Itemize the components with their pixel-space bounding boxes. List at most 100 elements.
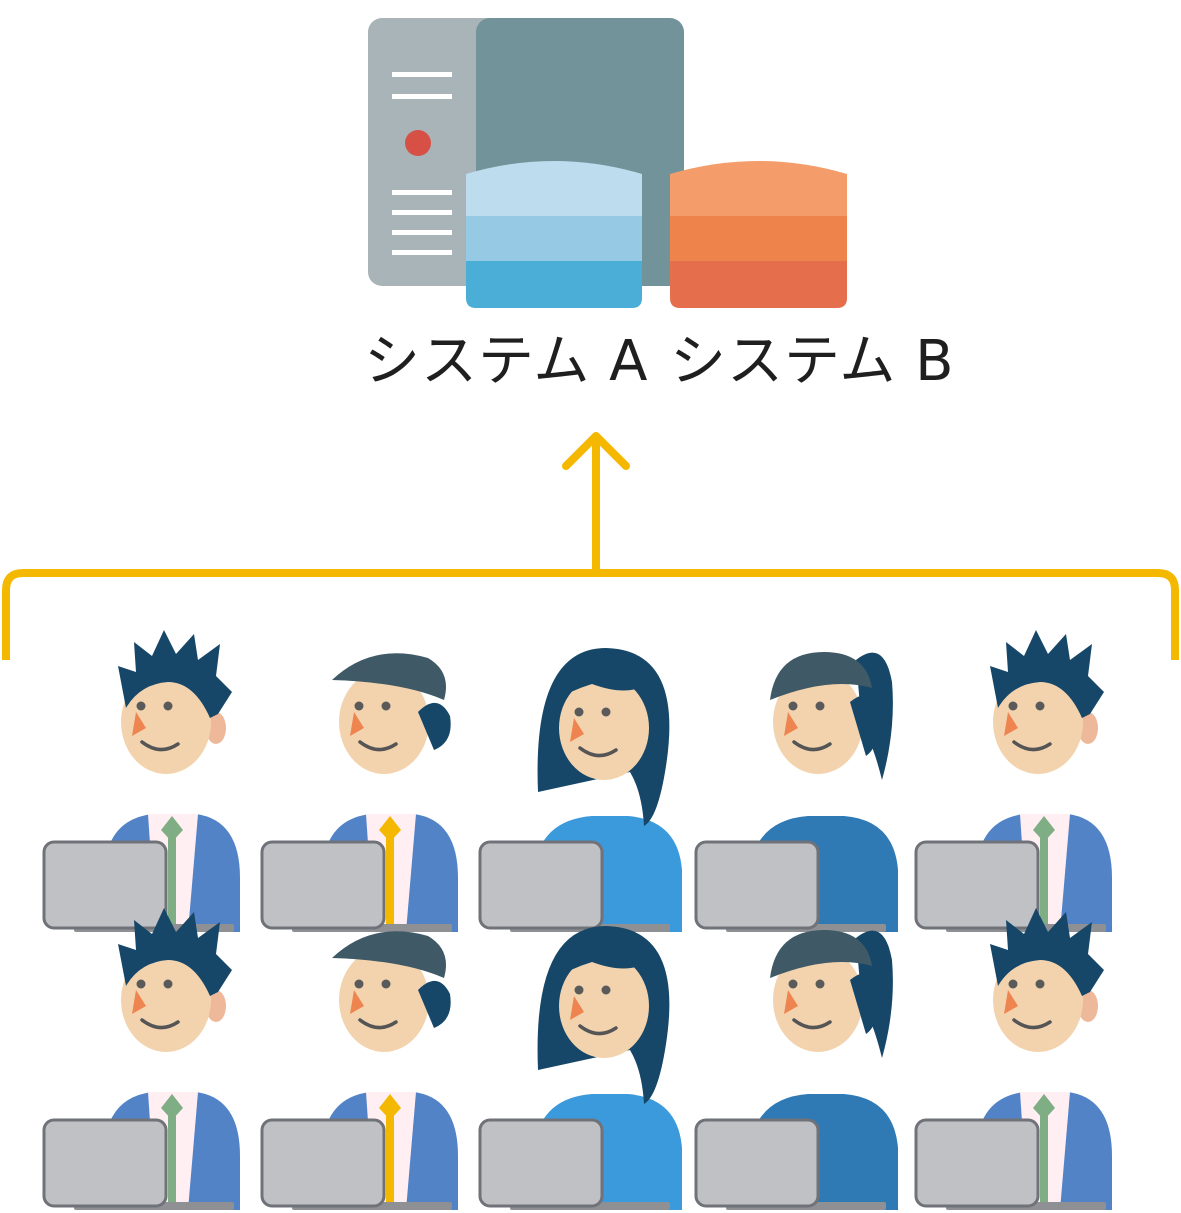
face <box>993 948 1083 1052</box>
tie-knot <box>161 1094 183 1120</box>
tie <box>1040 1116 1048 1210</box>
smile <box>792 740 832 752</box>
bangs <box>552 945 650 980</box>
server-vent-line <box>392 190 452 195</box>
side-hair <box>850 973 878 1034</box>
hair-top <box>770 652 872 700</box>
smile <box>140 740 180 752</box>
tie-knot <box>379 816 401 842</box>
db-layer <box>670 161 847 216</box>
connector-arrow <box>2 432 1179 660</box>
server-vent-line <box>392 250 452 255</box>
user-at-laptop <box>42 630 240 932</box>
tie <box>386 1116 394 1210</box>
tie <box>168 838 176 932</box>
server-vent-line <box>392 230 452 235</box>
side-hair <box>850 695 878 756</box>
server-vent-line <box>392 94 452 99</box>
tie <box>386 838 394 932</box>
tie-knot <box>1033 816 1055 842</box>
eye-icon <box>815 979 825 989</box>
eye-icon <box>788 979 798 989</box>
spiky-hair <box>118 908 232 996</box>
eye-icon <box>815 701 825 711</box>
smile <box>578 1024 618 1036</box>
face <box>121 670 211 774</box>
combed-hair <box>332 931 446 978</box>
user-at-laptop <box>260 931 458 1210</box>
nose-icon <box>350 990 364 1014</box>
face <box>559 676 649 780</box>
connector-bracket <box>2 569 1179 660</box>
laptop-screen <box>478 1118 604 1208</box>
hair-top <box>770 930 872 978</box>
nose-icon <box>1004 712 1018 736</box>
db-layer <box>466 161 642 216</box>
eye-icon <box>574 707 584 717</box>
smile <box>358 1018 398 1030</box>
side-hair <box>418 702 451 750</box>
face <box>773 948 863 1052</box>
system-a-label: システム A <box>364 329 649 394</box>
laptop-screen <box>694 840 820 930</box>
nose-icon <box>350 712 364 736</box>
smile <box>358 740 398 752</box>
user-at-laptop <box>914 908 1112 1210</box>
tie <box>168 1116 176 1210</box>
db-layer <box>466 261 642 308</box>
eye-icon <box>381 701 391 711</box>
laptop-screen <box>694 1118 820 1208</box>
eye-icon <box>601 985 611 995</box>
spiky-hair <box>990 630 1104 718</box>
laptop-screen <box>478 840 604 930</box>
face <box>339 670 429 774</box>
system-b-database-icon <box>670 161 847 308</box>
eye-icon <box>136 979 146 989</box>
face <box>773 670 863 774</box>
nose-icon <box>132 990 146 1014</box>
smile <box>792 1018 832 1030</box>
eye-icon <box>136 701 146 711</box>
ear <box>206 712 226 744</box>
tie-knot <box>1033 1094 1055 1120</box>
ear <box>1078 712 1098 744</box>
smile <box>578 746 618 758</box>
server-vent-line <box>392 72 452 77</box>
db-layer <box>670 261 847 308</box>
user-at-laptop <box>694 930 898 1210</box>
laptop-screen <box>260 1118 386 1208</box>
combed-hair <box>332 653 446 700</box>
eye-icon <box>1035 701 1045 711</box>
tie-knot <box>161 816 183 842</box>
user-at-laptop <box>42 908 240 1210</box>
users-grid <box>42 630 1112 1210</box>
ear <box>1078 990 1098 1022</box>
eye-icon <box>381 979 391 989</box>
eye-icon <box>1008 701 1018 711</box>
bangs <box>552 667 650 702</box>
db-layer <box>466 216 642 261</box>
user-at-laptop <box>478 926 682 1210</box>
side-hair <box>418 980 451 1028</box>
laptop-screen <box>42 840 168 930</box>
server-power-led-icon <box>405 130 431 156</box>
smile <box>1012 740 1052 752</box>
eye-icon <box>601 707 611 717</box>
laptop-screen <box>260 840 386 930</box>
eye-icon <box>163 979 173 989</box>
user-at-laptop <box>914 630 1112 932</box>
smile <box>140 1018 180 1030</box>
system-b-label: システム B <box>670 329 955 394</box>
eye-icon <box>788 701 798 711</box>
laptop-screen <box>914 840 1040 930</box>
face <box>559 954 649 1058</box>
server-vent-line <box>392 210 452 215</box>
system-a-database-icon <box>466 161 642 308</box>
laptop-screen <box>914 1118 1040 1208</box>
tie <box>1040 838 1048 932</box>
spiky-hair <box>990 908 1104 996</box>
eye-icon <box>354 979 364 989</box>
eye-icon <box>1008 979 1018 989</box>
user-at-laptop <box>478 648 682 932</box>
